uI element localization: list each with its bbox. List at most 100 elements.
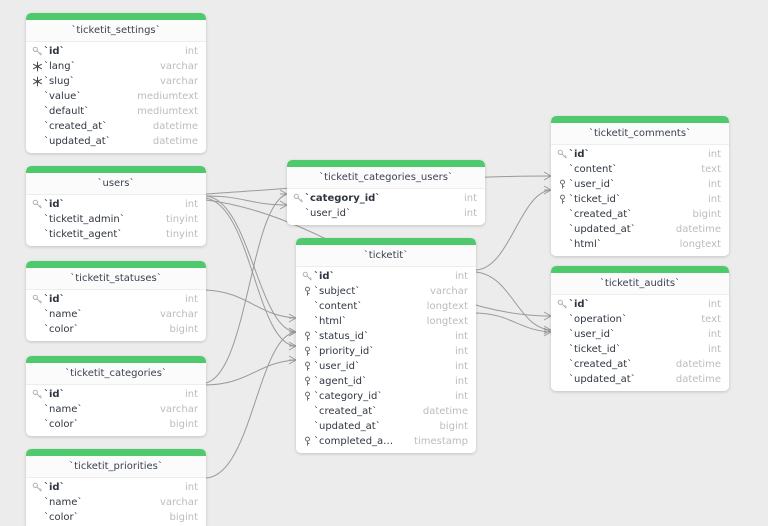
column-name: `created_at` [569, 359, 633, 370]
column-name: `category_id` [305, 193, 381, 204]
key-icon [31, 293, 44, 306]
column-type: mediumtext [137, 91, 198, 102]
column-row[interactable]: `user_id`int [551, 327, 729, 342]
column-row[interactable]: `created_at`datetime [296, 404, 476, 419]
table-accent-bar [296, 238, 476, 245]
column-row[interactable]: `created_at`bigint [551, 207, 729, 222]
column-row[interactable]: `user_id`int [287, 206, 485, 221]
relation-edge [205, 197, 297, 347]
crows-foot-marker [543, 311, 553, 321]
column-row[interactable]: `id`int [551, 147, 729, 162]
relation-edge [205, 195, 297, 333]
column-name: `name` [44, 404, 83, 415]
column-row[interactable]: `updated_at`datetime [551, 222, 729, 237]
column-row[interactable]: `completed_a…timestamp [296, 434, 476, 449]
asterisk-icon [31, 75, 44, 88]
column-row[interactable]: `created_at`datetime [551, 357, 729, 372]
column-row[interactable]: `agent_id`int [296, 374, 476, 389]
no-key-icon [292, 207, 305, 220]
column-name: `updated_at` [314, 421, 381, 432]
column-name: `updated_at` [569, 374, 636, 385]
table-node-ticketit[interactable]: `ticketit` `id`int`subject`varchar`conten… [296, 238, 476, 453]
table-node-ticketit_categories[interactable]: `ticketit_categories``id`int`name`varcha… [26, 356, 206, 436]
column-row[interactable]: `color`bigint [26, 510, 206, 525]
index-key-icon [301, 360, 314, 373]
column-row[interactable]: `default`mediumtext [26, 104, 206, 119]
column-row[interactable]: `priority_id`int [296, 344, 476, 359]
column-row[interactable]: `lang`varchar [26, 59, 206, 74]
index-key-icon [301, 435, 314, 448]
column-row[interactable]: `id`int [26, 480, 206, 495]
column-row[interactable]: `value`mediumtext [26, 89, 206, 104]
column-type: datetime [422, 406, 468, 417]
table-node-users[interactable]: `users``id`int`ticketit_admin`tinyint`ti… [26, 166, 206, 246]
column-row[interactable]: `subject`varchar [296, 284, 476, 299]
column-type: int [454, 391, 468, 402]
table-accent-bar [26, 449, 206, 456]
column-row[interactable]: `content`text [551, 162, 729, 177]
column-list: `id`int`name`varchar`color`bigint [26, 290, 206, 341]
column-name: `priority_id` [314, 346, 375, 357]
relation-edge [475, 271, 552, 331]
no-key-icon [556, 328, 569, 341]
table-title: `ticketit_categories_users` [287, 167, 485, 189]
table-node-ticketit_categories_users[interactable]: `ticketit_categories_users``category_id`… [287, 160, 485, 225]
table-node-ticketit_priorities[interactable]: `ticketit_priorities` `id`int`name`varcha… [26, 449, 206, 526]
key-icon [556, 148, 569, 161]
column-row[interactable]: `name`varchar [26, 307, 206, 322]
column-row[interactable]: `id`int [26, 292, 206, 307]
column-row[interactable]: `updated_at`datetime [26, 134, 206, 149]
column-row[interactable]: `slug`varchar [26, 74, 206, 89]
column-row[interactable]: `html` longtext [296, 314, 476, 329]
column-row[interactable]: `name`varchar [26, 402, 206, 417]
column-row[interactable]: `ticketit_agent`tinyint [26, 227, 206, 242]
column-row[interactable]: `id`int [551, 297, 729, 312]
column-row[interactable]: `created_at`datetime [26, 119, 206, 134]
table-title: `ticketit` [296, 245, 476, 267]
column-row[interactable]: `content`longtext [296, 299, 476, 314]
key-icon [31, 45, 44, 58]
index-key-icon [556, 193, 569, 206]
column-row[interactable]: `ticketit_admin`tinyint [26, 212, 206, 227]
no-key-icon [556, 208, 569, 221]
table-title: `ticketit_priorities` [26, 456, 206, 478]
column-row[interactable]: `status_id`int [296, 329, 476, 344]
key-icon [31, 198, 44, 211]
no-key-icon [31, 135, 44, 148]
table-node-ticketit_settings[interactable]: `ticketit_settings``id`int`lang`varchar`… [26, 13, 206, 153]
column-list: `category_id`int`user_id`int [287, 189, 485, 225]
column-row[interactable]: `ticket_id`int [551, 342, 729, 357]
column-row[interactable]: `name`varchar [26, 495, 206, 510]
column-row[interactable]: `updated_at`bigint [296, 419, 476, 434]
column-row[interactable]: `ticket_id`int [551, 192, 729, 207]
column-row[interactable]: `user_id`int [551, 177, 729, 192]
column-row[interactable]: `operation`text [551, 312, 729, 327]
column-row[interactable]: `updated_at`datetime [551, 372, 729, 387]
column-type: longtext [426, 316, 468, 327]
no-key-icon [31, 90, 44, 103]
table-node-ticketit_statuses[interactable]: `ticketit_statuses``id`int`name`varchar`… [26, 261, 206, 341]
index-key-icon [301, 375, 314, 388]
table-node-ticketit_audits[interactable]: `ticketit_audits``id`int`operation`text`… [551, 266, 729, 391]
column-row[interactable]: `color`bigint [26, 322, 206, 337]
table-accent-bar [26, 13, 206, 20]
column-row[interactable]: `category_id`int [296, 389, 476, 404]
column-name: `lang` [44, 61, 76, 72]
relation-edge [205, 359, 297, 386]
key-icon [292, 192, 305, 205]
no-key-icon [31, 496, 44, 509]
column-row[interactable]: `id`int [296, 269, 476, 284]
column-row[interactable]: `user_id`int [296, 359, 476, 374]
column-row[interactable]: `color`bigint [26, 417, 206, 432]
column-row[interactable]: `id`int [26, 197, 206, 212]
column-name: `html` [314, 316, 347, 327]
column-row[interactable]: `category_id`int [287, 191, 485, 206]
column-row[interactable]: `html`longtext [551, 237, 729, 252]
table-node-ticketit_comments[interactable]: `ticketit_comments``id`int`content`text`… [551, 116, 729, 256]
column-name: `html` [569, 239, 602, 250]
table-title: `ticketit_audits` [551, 273, 729, 295]
table-accent-bar [287, 160, 485, 167]
column-row[interactable]: `id`int [26, 44, 206, 59]
column-row[interactable]: `id`int [26, 387, 206, 402]
